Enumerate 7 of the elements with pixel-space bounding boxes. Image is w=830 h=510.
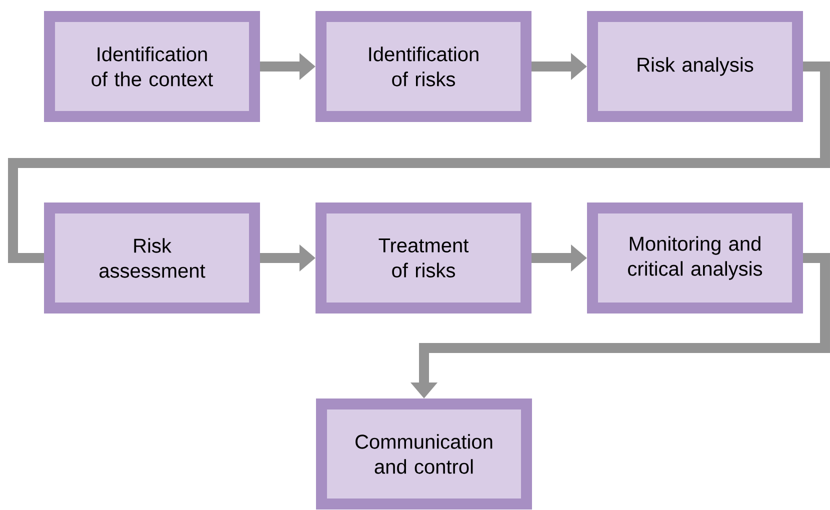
- process-box: Identification of the context: [44, 11, 260, 122]
- process-box: Monitoring and critical analysis: [587, 202, 803, 314]
- process-box: Identification of risks: [316, 11, 532, 122]
- process-box: Risk analysis: [587, 11, 803, 122]
- process-box: Risk assessment: [44, 202, 260, 314]
- process-box: Communication and control: [316, 398, 532, 510]
- process-box: Treatment of risks: [316, 202, 532, 314]
